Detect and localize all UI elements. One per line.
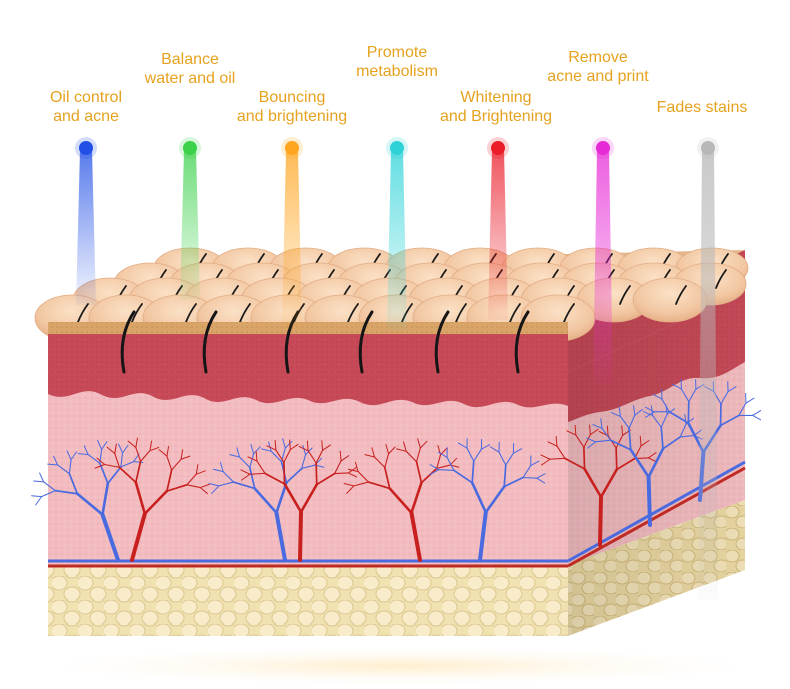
light-beam — [698, 150, 718, 600]
light-beam — [76, 150, 96, 305]
vessel-branch — [40, 473, 44, 482]
light-source-halo — [697, 137, 719, 159]
light-beam — [387, 150, 407, 330]
vessel-branch — [439, 470, 454, 471]
vessel-branch — [616, 448, 617, 470]
light-beam — [180, 150, 200, 300]
label-whitening: Whitening and Brightening — [421, 88, 571, 126]
vessel-branch — [584, 447, 585, 469]
light-source-halo — [179, 137, 201, 159]
bottom-glow — [60, 648, 740, 684]
vessel-branch — [32, 496, 42, 497]
vessel-branch — [523, 477, 537, 478]
label-fades-stains: Fades stains — [627, 98, 777, 117]
vessel-branch — [316, 463, 317, 485]
light-source-halo — [386, 137, 408, 159]
light-beam — [282, 150, 302, 330]
vessel-branch — [649, 477, 650, 525]
light-beam — [593, 150, 613, 385]
vessel-branch — [753, 415, 761, 419]
label-remove-acne: Remove acne and print — [523, 48, 673, 86]
light-source-halo — [281, 137, 303, 159]
vessel-branch — [284, 462, 285, 484]
vessel-branch — [600, 497, 601, 545]
light-source-halo — [487, 137, 509, 159]
label-bouncing: Bouncing and brightening — [217, 88, 367, 126]
light-source-halo — [75, 137, 97, 159]
skin-cell-bump — [633, 278, 707, 322]
light-beam — [488, 150, 508, 320]
label-metabolism: Promote metabolism — [322, 43, 472, 81]
vessel-branch — [335, 473, 349, 474]
label-oil-control: Oil control and acne — [11, 88, 161, 126]
label-balance: Balance water and oil — [115, 50, 265, 88]
vessel-branch — [34, 481, 44, 482]
light-source-halo — [592, 137, 614, 159]
vessel-branch — [300, 512, 301, 560]
vessel-branch — [753, 411, 761, 416]
vessel-branch — [36, 497, 42, 505]
vessel-branch — [746, 398, 754, 403]
